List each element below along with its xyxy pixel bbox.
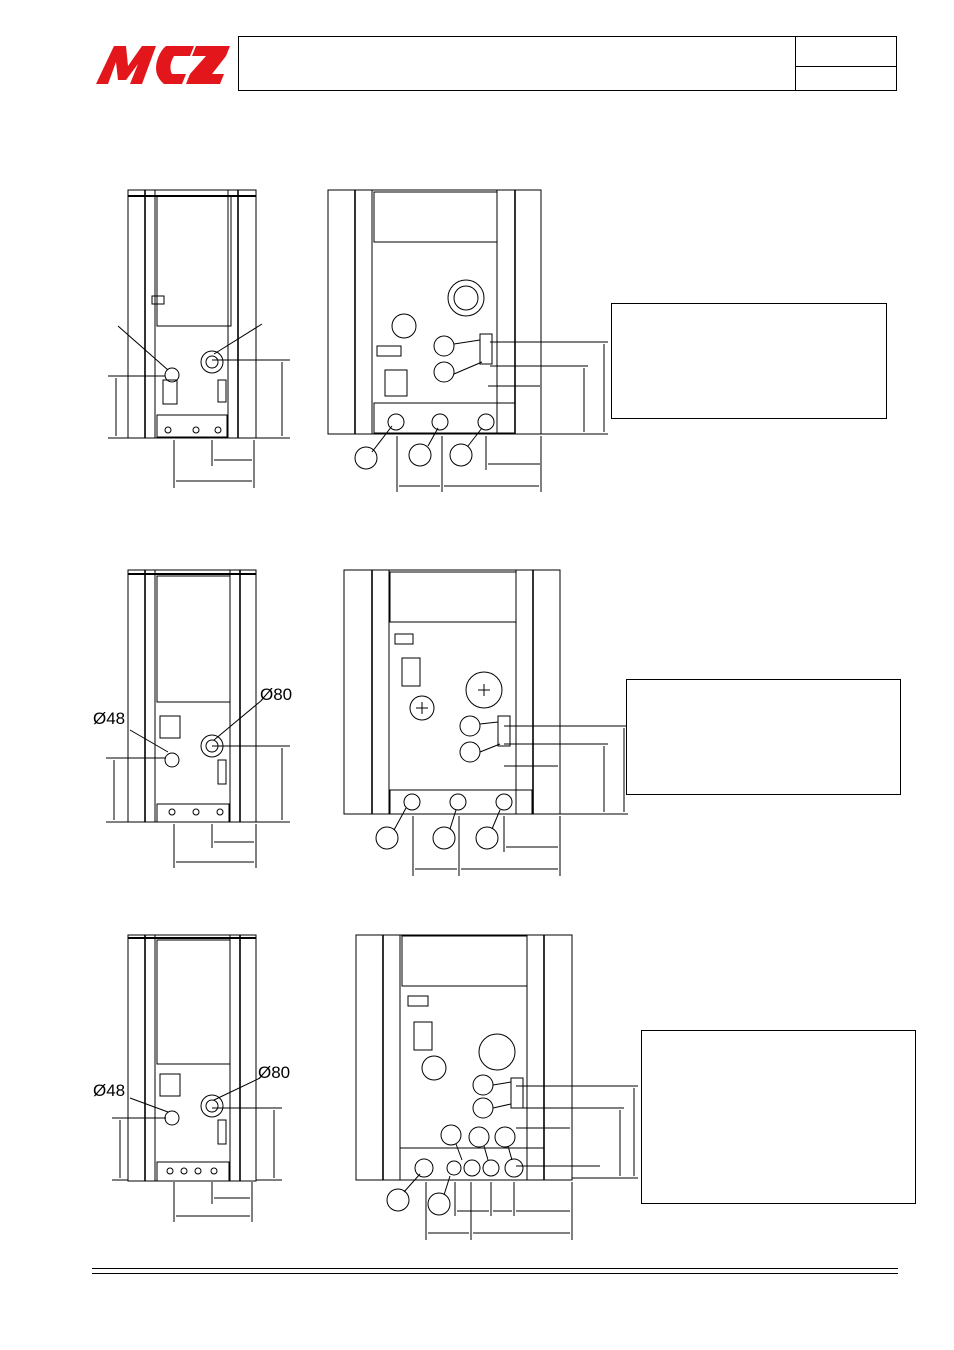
mcz-logo xyxy=(96,46,230,84)
diameter-label-80: Ø80 xyxy=(258,1063,291,1082)
legend-box-1 xyxy=(611,303,887,419)
code-box-divider xyxy=(796,66,896,67)
group-3-side-view xyxy=(112,934,282,1222)
group-1-rear-view xyxy=(327,189,608,492)
diameter-label-48: Ø48 xyxy=(93,1081,126,1100)
footer-rule xyxy=(92,1268,898,1269)
group-2-side-view xyxy=(106,569,290,868)
code-box xyxy=(795,36,897,91)
footer-rule-thin xyxy=(92,1273,898,1274)
group-2-rear-view xyxy=(343,569,628,876)
legend-box-2 xyxy=(626,679,901,795)
legend-box-3 xyxy=(641,1030,916,1204)
group-1-side-view xyxy=(108,189,290,488)
diameter-label-48: Ø48 xyxy=(93,709,126,728)
diameter-label-80: Ø80 xyxy=(260,685,293,704)
group-3-rear-view xyxy=(355,934,638,1240)
